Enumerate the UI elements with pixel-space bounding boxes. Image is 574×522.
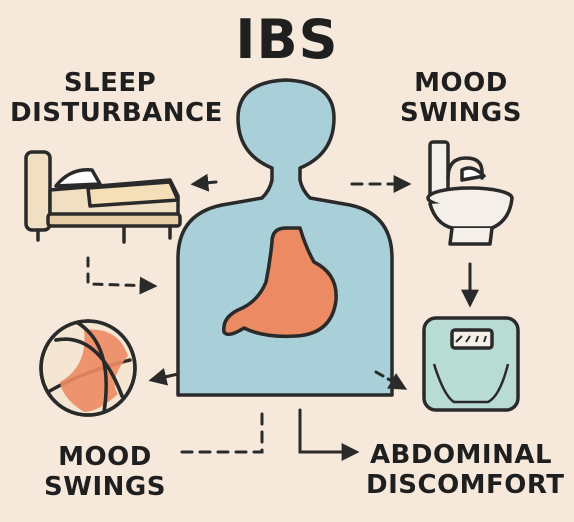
- arrow-bed-to-body: [86, 256, 158, 295]
- stomach-shape: [222, 226, 338, 339]
- label-mood-swings-bottom: MOOD SWINGS: [40, 442, 170, 502]
- label-mood-swings-top: MOOD SWINGS: [396, 68, 526, 128]
- human-torso-with-stomach-icon: [176, 78, 394, 397]
- label-line: SLEEP: [63, 68, 157, 98]
- page-title: IBS: [235, 8, 339, 71]
- arrow-down-left: [180, 412, 264, 454]
- label-line: ABDOMINAL: [369, 440, 553, 470]
- toilet-icon: [426, 140, 514, 246]
- arrow-down-right: [298, 408, 360, 461]
- connector-arrows: [86, 173, 479, 461]
- arrow-body-to-ball: [148, 367, 180, 386]
- bed-icon: [24, 150, 182, 244]
- bathroom-scale-icon: [422, 316, 520, 412]
- label-line: MOOD: [58, 442, 152, 472]
- label-line: SWINGS: [44, 472, 166, 502]
- label-line: DISCOMFORT: [366, 470, 565, 500]
- label-line: MOOD: [414, 68, 508, 98]
- label-abdominal-discomfort: ABDOMINAL DISCOMFORT: [366, 440, 565, 500]
- arrow-body-to-scale: [374, 370, 408, 390]
- arrow-body-to-bed: [190, 173, 218, 192]
- basketball-icon: [39, 319, 137, 417]
- label-line: SWINGS: [400, 98, 522, 128]
- label-line: DISTURBANCE: [10, 98, 223, 128]
- label-sleep-disturbance: SLEEP DISTURBANCE: [10, 68, 223, 128]
